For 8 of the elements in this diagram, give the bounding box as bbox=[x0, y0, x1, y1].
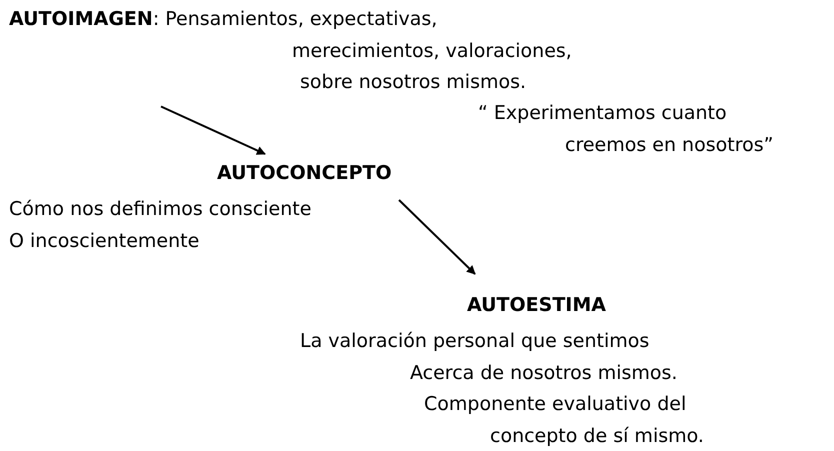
description-text: Cómo nos definimos consciente O incoscientemente bbox=[9, 197, 312, 254]
arrow bbox=[160, 106, 266, 155]
heading-text: AUTOCONCEPTO bbox=[217, 161, 392, 186]
heading-text: AUTOESTIMA bbox=[467, 293, 606, 318]
arrow bbox=[398, 199, 476, 275]
description-text: La valoración personal que sentimos Acerca de nosotros mismos. Componente evaluativo del concepto de sí mismo. bbox=[300, 329, 704, 448]
description-text: AUTOIMAGEN: Pensamientos, expectativas, merecimientos, valoraciones, sobre nosotros mismos. bbox=[9, 7, 572, 95]
quote-text: “ Experimentamos cuanto creemos en nosotros” bbox=[478, 101, 774, 158]
